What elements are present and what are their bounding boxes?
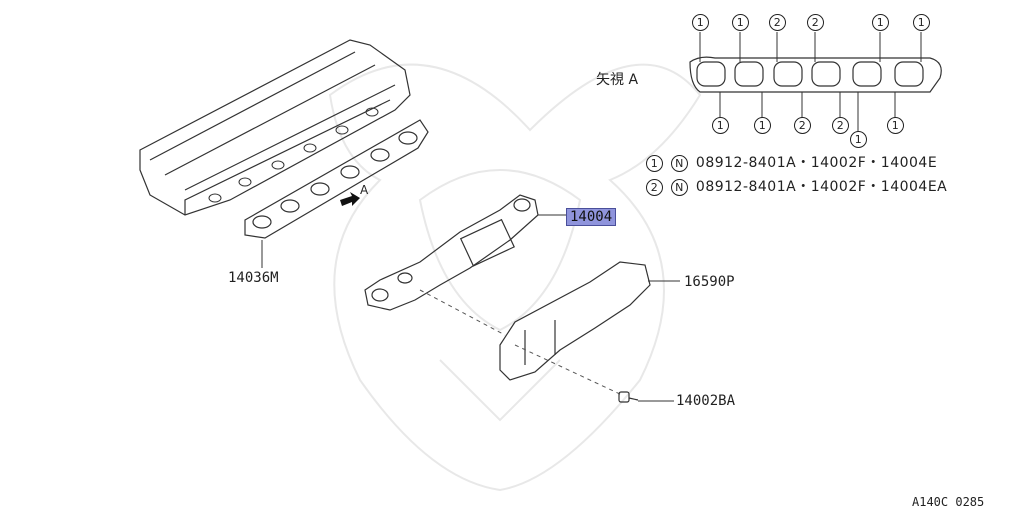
part-number-heat-insulator[interactable]: 16590P: [684, 274, 735, 290]
top-marker-4: 2: [807, 14, 827, 31]
view-a-gasket-drawing: [689, 56, 942, 93]
top-marker-5: 1: [872, 14, 892, 31]
assembly-lines: [419, 289, 623, 396]
view-arrow-icon: [340, 192, 360, 206]
note-2-marker: 2: [646, 178, 663, 196]
note-2-symbol: N: [670, 178, 688, 196]
top-marker-3: 2: [769, 14, 789, 31]
watermark-emblem: [328, 63, 702, 492]
top-marker-1: 1: [692, 14, 712, 31]
bottom-marker-4: 2: [832, 117, 852, 134]
gasket-drawing: [244, 119, 429, 239]
note-row-1: 1 N 08912-8401A・14002F・14004E: [646, 152, 937, 172]
bottom-marker-2: 1: [754, 117, 774, 134]
heat-insulator-drawing: [499, 261, 651, 381]
note-2-text: 08912-8401A・14002F・14004EA: [695, 179, 948, 195]
arrow-marker-label: A: [360, 183, 369, 197]
view-label: 矢視 A: [596, 72, 639, 88]
figure-code: A140C 0285: [912, 495, 985, 509]
cylinder-head-drawing: [139, 39, 411, 216]
note-row-2: 2 N 08912-8401A・14002F・14004EA: [646, 176, 947, 196]
bottom-marker-1: 1: [712, 117, 732, 134]
bottom-marker-3: 2: [794, 117, 814, 134]
note-1-text: 08912-8401A・14002F・14004E: [695, 155, 938, 171]
view-a-leader-lines: [699, 32, 922, 132]
note-1-marker: 1: [646, 154, 663, 172]
bottom-marker-6: 1: [887, 117, 907, 134]
part-number-manifold[interactable]: 14004: [566, 208, 617, 226]
bottom-marker-5: 1: [850, 131, 870, 148]
part-number-bolt[interactable]: 14002BA: [676, 393, 736, 409]
note-1-symbol: N: [670, 154, 688, 172]
part-number-gasket[interactable]: 14036M: [228, 270, 279, 286]
exhaust-manifold-drawing: [364, 194, 539, 311]
bolt-drawing: [618, 391, 639, 403]
top-marker-6: 1: [913, 14, 933, 31]
top-marker-2: 1: [732, 14, 752, 31]
